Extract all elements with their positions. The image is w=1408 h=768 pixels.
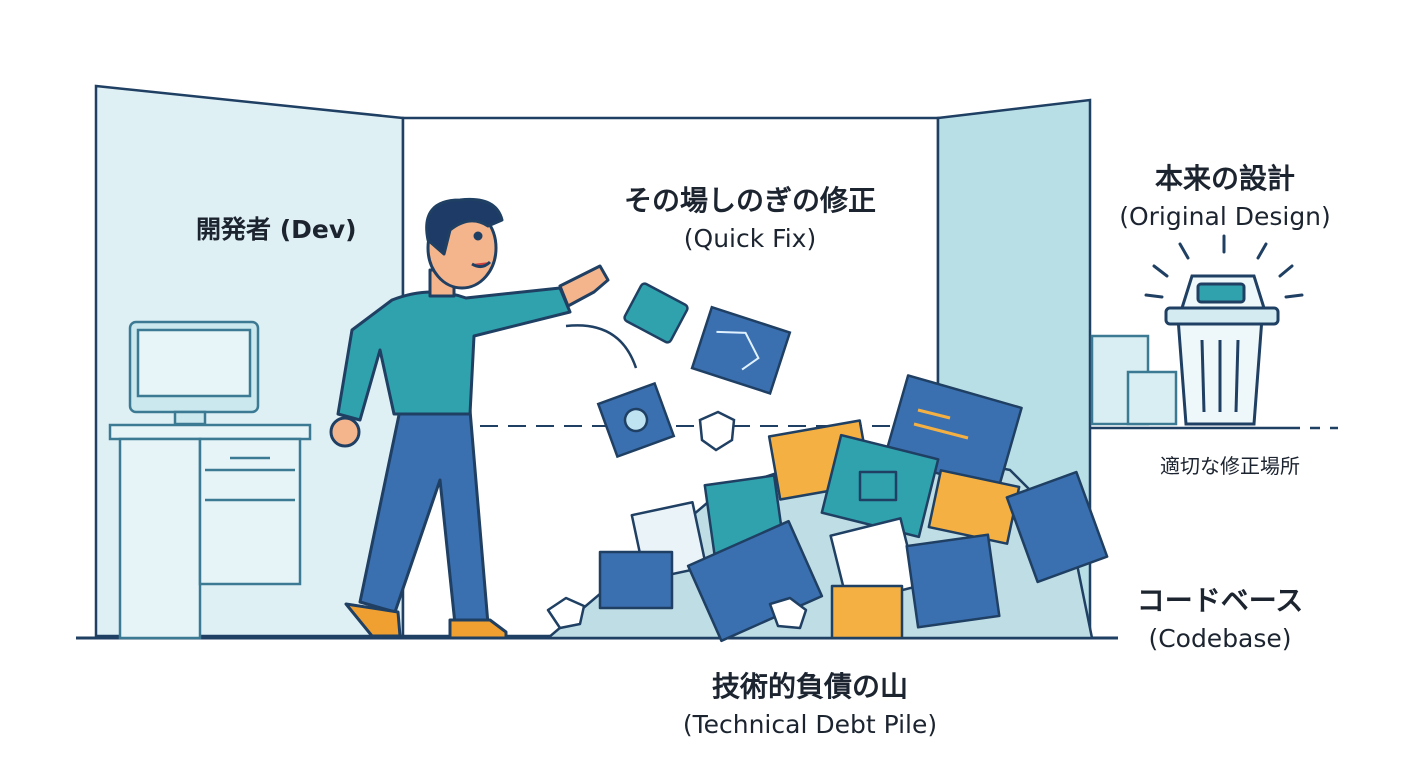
blueprint-icon [1005, 470, 1109, 584]
folder-icon [830, 584, 904, 640]
debt-pile-label: 技術的負債の山 (Technical Debt Pile) [640, 668, 980, 744]
developer-shoe-right [448, 618, 508, 640]
quick-fix-label-en: (Quick Fix) [683, 224, 817, 253]
developer-label: 開発者 (Dev) [196, 210, 357, 246]
flying-objects [596, 282, 792, 459]
developer-label-text: 開発者 (Dev) [196, 215, 357, 244]
codebase-label-jp: コードベース [1136, 584, 1304, 617]
trash-bin-icon [1164, 274, 1280, 426]
quick-fix-label-jp: その場しのぎの修正 [623, 184, 876, 217]
sparkle-lines [1144, 234, 1304, 299]
developer-hair [425, 197, 504, 256]
blueprint-icon [690, 305, 792, 395]
proper-fix-place-label: 適切な修正場所 [1110, 450, 1350, 479]
developer-hand-left [329, 416, 361, 448]
developer-mouth [471, 260, 492, 269]
debt-pile [546, 374, 1109, 643]
crumpled-paper-icon [546, 596, 586, 630]
developer-torso [336, 286, 572, 422]
proper-fix-place-text: 適切な修正場所 [1160, 454, 1300, 478]
developer-legs [358, 408, 490, 626]
developer-shoe-left [344, 602, 402, 638]
crumpled-paper-icon [698, 410, 736, 452]
developer-hand-right [558, 264, 610, 308]
codebase-label: コードベース (Codebase) [1110, 582, 1330, 658]
original-design-label-en: (Original Design) [1119, 202, 1331, 231]
puzzle-piece-icon [596, 381, 676, 459]
code-card [905, 533, 1001, 629]
debt-pile-label-jp: 技術的負債の山 [711, 670, 908, 703]
original-design-label: 本来の設計 (Original Design) [1100, 160, 1350, 236]
quick-fix-label: その場しのぎの修正 (Quick Fix) [590, 182, 910, 258]
throw-arc [565, 324, 638, 369]
monitor-icon [128, 320, 260, 426]
codebase-label-en: (Codebase) [1148, 624, 1292, 653]
original-design-label-jp: 本来の設計 [1154, 162, 1295, 195]
shelf [1090, 334, 1338, 430]
debt-pile-label-en: (Technical Debt Pile) [682, 710, 938, 739]
developer-figure [329, 197, 610, 640]
folder-icon [623, 282, 689, 344]
crumpled-paper-icon [768, 596, 808, 630]
desk-icon [108, 423, 312, 640]
